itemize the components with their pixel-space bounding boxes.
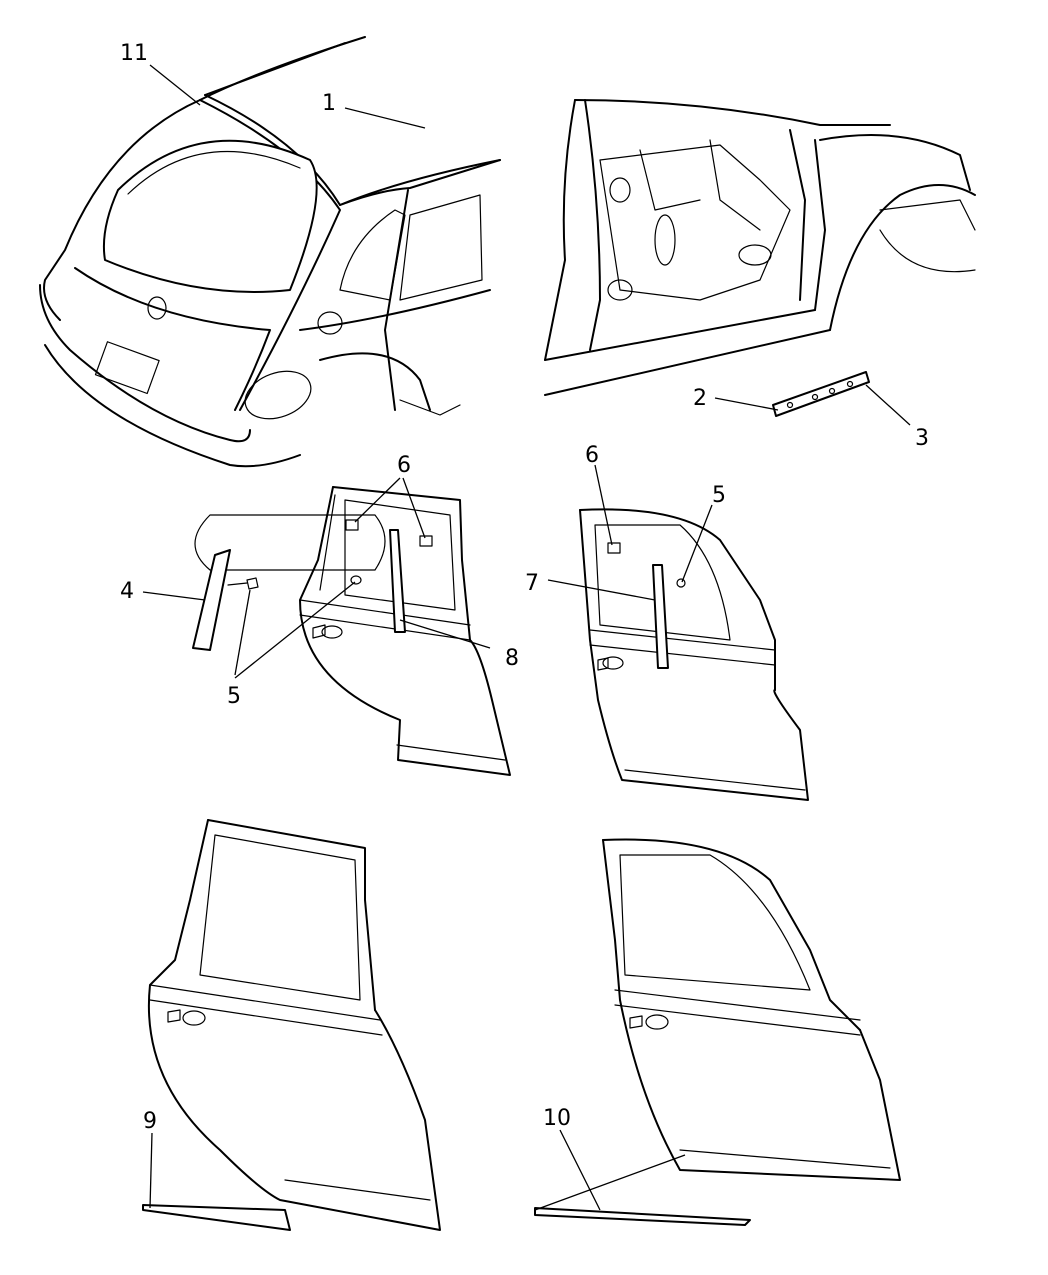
callout-5-left: 5 [227, 684, 241, 709]
leader-1 [344, 107, 426, 129]
callout-4: 4 [120, 579, 134, 604]
callout-6-right: 6 [585, 443, 599, 468]
callout-5-right: 5 [712, 483, 726, 508]
leader-5a-b [234, 581, 356, 679]
leader-2 [714, 397, 779, 411]
callout-11: 11 [120, 41, 148, 66]
rear-door-view [142, 819, 441, 1231]
leader-3 [865, 384, 911, 426]
leader-5b [681, 504, 713, 583]
leader-10-b [534, 1154, 686, 1211]
vehicle-rear-view [39, 36, 501, 468]
leader-7 [547, 579, 656, 601]
callout-8: 8 [505, 646, 519, 671]
leader-4 [142, 591, 206, 601]
leader-10 [559, 1129, 601, 1211]
leader-9 [149, 1132, 153, 1209]
mounting-strip [772, 371, 870, 417]
front-door-detail-view [579, 508, 809, 801]
callouts: 11 1 2 3 4 5 6 8 6 5 7 9 10 [120, 41, 929, 1134]
leader-11 [149, 64, 201, 106]
front-door-view [534, 838, 901, 1226]
leader-6b [594, 464, 613, 546]
leader-5a [234, 589, 251, 676]
callout-1: 1 [322, 91, 336, 116]
callout-3: 3 [915, 426, 929, 451]
rear-door-detail-view [192, 486, 511, 776]
callout-2: 2 [693, 386, 707, 411]
leader-lines [142, 64, 911, 1211]
callout-7: 7 [525, 571, 539, 596]
callout-9: 9 [143, 1109, 157, 1134]
leader-6a [354, 477, 401, 523]
leader-6a-b [402, 477, 426, 539]
callout-6-left: 6 [397, 453, 411, 478]
body-side-opening-view [544, 99, 976, 396]
callout-10: 10 [543, 1106, 571, 1131]
leader-8 [399, 619, 491, 649]
